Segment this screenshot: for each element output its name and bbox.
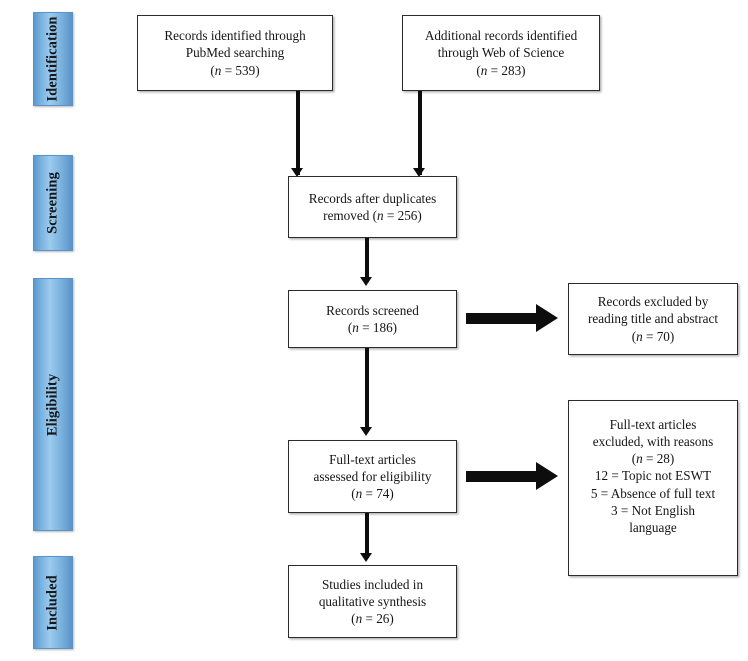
stage-bar-included: Included xyxy=(33,556,73,649)
box-fulltext-line2: assessed for eligibility xyxy=(313,468,432,484)
arrowhead-duplicates-to-screened xyxy=(360,277,372,286)
box-records-pubmed-text: Records identified through PubMed search… xyxy=(164,27,305,78)
connector-screened-to-excluded xyxy=(466,313,538,324)
box-reasons-item-3: 3 = Not English xyxy=(611,502,695,518)
box-screened-line1: Records screened xyxy=(326,302,419,318)
box-reasons-line1: Full-text articles xyxy=(609,417,697,432)
connector-fulltext-to-included xyxy=(365,513,369,558)
box-records-wos-line1: Additional records identified xyxy=(424,28,578,44)
connector-fulltext-to-reasons xyxy=(466,471,538,482)
box-reasons-line2: excluded, with reasons xyxy=(592,434,714,450)
box-records-pubmed-line1: Records identified through xyxy=(164,28,306,44)
box-screened-count: (n = 186) xyxy=(347,320,398,335)
box-records-wos-line2: through Web of Science xyxy=(437,45,565,61)
box-full-text-excluded: Full-text articles excluded, with reason… xyxy=(568,400,738,576)
arrowhead-fulltext-to-reasons xyxy=(536,462,558,490)
stage-bar-eligibility: Eligibility xyxy=(33,278,73,531)
arrowhead-screened-to-excluded xyxy=(536,304,558,332)
box-full-text-excluded-text: Full-text articles excluded, with reason… xyxy=(574,416,732,536)
box-included-line2: qualitative synthesis xyxy=(318,593,427,609)
box-full-text-assessed-text: Full-text articles assessed for eligibil… xyxy=(314,451,432,502)
arrowhead-screened-to-fulltext xyxy=(360,427,372,436)
box-records-web-of-science: Additional records identified through We… xyxy=(402,15,600,91)
stage-label-included: Included xyxy=(44,574,61,631)
box-reasons-item-3-cont: language xyxy=(629,519,677,535)
box-included-count: (n = 26) xyxy=(351,611,394,627)
connector-pubmed-to-duplicates xyxy=(296,91,300,175)
stage-bar-screening: Screening xyxy=(33,155,73,251)
arrowhead-pubmed-to-duplicates xyxy=(291,168,303,177)
connector-screened-to-fulltext xyxy=(365,348,369,432)
stage-label-screening: Screening xyxy=(44,172,61,234)
box-records-after-duplicates: Records after duplicates removed (n = 25… xyxy=(288,176,457,238)
box-reasons-item-2: 5 = Absence of full text xyxy=(590,485,716,501)
arrowhead-fulltext-to-included xyxy=(360,553,372,562)
stage-label-identification: Identification xyxy=(44,16,61,102)
box-fulltext-line1: Full-text articles xyxy=(329,451,416,467)
box-records-excluded: Records excluded by reading title and ab… xyxy=(568,283,738,355)
box-included-line1: Studies included in xyxy=(321,576,424,592)
box-records-after-duplicates-text: Records after duplicates removed (n = 25… xyxy=(309,190,436,224)
box-studies-included: Studies included in qualitative synthesi… xyxy=(288,565,457,638)
box-excluded-count: (n = 70) xyxy=(631,328,675,344)
box-fulltext-count: (n = 74) xyxy=(351,486,394,502)
stage-label-eligibility: Eligibility xyxy=(44,373,61,436)
box-records-excluded-text: Records excluded by reading title and ab… xyxy=(588,293,718,344)
box-records-screened-text: Records screened (n = 186) xyxy=(326,302,419,336)
box-reasons-count: (n = 28) xyxy=(631,451,675,467)
arrowhead-wos-to-duplicates xyxy=(413,168,425,177)
box-duplicates-line1: Records after duplicates xyxy=(308,190,437,206)
box-records-pubmed-count: (n = 539) xyxy=(210,62,260,78)
box-records-wos-text: Additional records identified through We… xyxy=(425,27,577,78)
box-records-pubmed: Records identified through PubMed search… xyxy=(137,15,333,91)
box-duplicates-line2: removed (n = 256) xyxy=(323,208,422,223)
box-excluded-line2: reading title and abstract xyxy=(588,311,718,327)
box-reasons-item-1: 12 = Topic not ESWT xyxy=(594,468,712,484)
stage-bar-identification: Identification xyxy=(33,12,73,106)
connector-wos-to-duplicates xyxy=(418,91,422,175)
connector-duplicates-to-screened xyxy=(365,238,369,282)
box-studies-included-text: Studies included in qualitative synthesi… xyxy=(319,576,426,627)
box-records-pubmed-line2: PubMed searching xyxy=(185,45,285,61)
box-excluded-line1: Records excluded by xyxy=(597,294,709,310)
box-records-screened: Records screened (n = 186) xyxy=(288,290,457,348)
box-records-wos-count: (n = 283) xyxy=(476,62,526,78)
box-full-text-assessed: Full-text articles assessed for eligibil… xyxy=(288,440,457,513)
